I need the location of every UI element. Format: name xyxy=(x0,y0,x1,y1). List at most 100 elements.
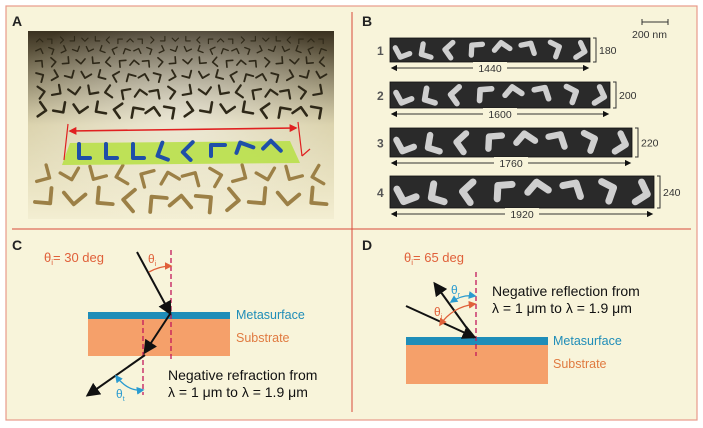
antenna xyxy=(167,85,177,100)
sem-antenna xyxy=(611,130,629,155)
antenna xyxy=(144,105,162,117)
panel-c-label: C xyxy=(12,237,22,253)
sem-row-width: 1760 xyxy=(499,158,523,170)
sem-row-width: 1440 xyxy=(478,63,502,75)
antenna xyxy=(185,35,191,42)
antenna xyxy=(71,45,81,53)
sem-antenna xyxy=(392,45,413,60)
antenna xyxy=(278,88,292,100)
antenna xyxy=(315,70,328,79)
antenna xyxy=(193,193,213,215)
antenna xyxy=(309,185,329,207)
antenna xyxy=(99,44,106,54)
antenna xyxy=(105,36,110,44)
antenna xyxy=(35,38,44,43)
highlighted-antenna xyxy=(234,140,256,155)
antenna xyxy=(72,103,90,115)
sem-antenna xyxy=(598,178,618,205)
antenna xyxy=(197,86,212,96)
antenna xyxy=(209,46,216,55)
antenna xyxy=(112,102,124,120)
highlighted-antenna xyxy=(209,143,227,158)
antenna xyxy=(197,70,210,79)
highlighted-antenna xyxy=(180,140,195,162)
sem-row-index: 3 xyxy=(377,137,384,151)
antenna xyxy=(277,106,292,119)
highlighted-antennas xyxy=(77,138,283,162)
antenna xyxy=(227,38,234,45)
angle-i-c: θi xyxy=(148,252,157,268)
scale-bar: 200 nm xyxy=(632,19,669,41)
antenna xyxy=(111,46,118,55)
antenna xyxy=(243,73,255,83)
antenna xyxy=(207,38,214,45)
antenna xyxy=(61,190,88,207)
antenna xyxy=(244,46,251,56)
antenna xyxy=(133,47,142,55)
antenna xyxy=(275,56,284,65)
antenna xyxy=(298,69,310,79)
antenna xyxy=(256,45,263,54)
metasurface-label-c: Metasurface xyxy=(236,308,305,322)
antenna xyxy=(122,47,131,55)
sem-antenna xyxy=(591,84,608,106)
antenna xyxy=(217,84,231,96)
antenna xyxy=(270,72,280,84)
panel-a-rendering xyxy=(28,31,334,219)
antenna xyxy=(67,86,82,96)
caption-c-line1: Negative refraction from xyxy=(168,367,317,383)
antenna xyxy=(169,45,179,53)
antenna xyxy=(137,38,143,45)
antenna xyxy=(97,68,107,80)
angle-arc-i-c xyxy=(148,262,173,273)
antenna xyxy=(167,193,194,210)
antenna xyxy=(139,168,156,189)
antenna xyxy=(114,163,130,186)
antenna xyxy=(295,44,302,54)
antenna xyxy=(59,36,65,44)
antenna xyxy=(312,83,323,96)
antenna xyxy=(50,83,62,96)
antenna xyxy=(310,163,326,186)
sem-row-height: 180 xyxy=(599,45,617,57)
sem-antenna xyxy=(524,178,552,196)
antenna xyxy=(289,58,300,65)
antenna xyxy=(168,56,177,65)
sem-width-label-bg xyxy=(494,157,528,168)
antenna xyxy=(259,102,271,120)
sem-antenna xyxy=(476,85,495,104)
antenna xyxy=(111,70,121,83)
antenna xyxy=(291,105,309,117)
antenna xyxy=(148,194,169,214)
antenna xyxy=(298,38,304,45)
antenna xyxy=(248,59,258,68)
angle-arc-i-d xyxy=(439,300,477,327)
substrate-c xyxy=(88,318,230,356)
panel-b-label: B xyxy=(362,13,372,29)
antenna xyxy=(250,35,256,42)
sem-antenna xyxy=(424,131,443,155)
sem-antenna xyxy=(447,84,463,107)
sem-antenna xyxy=(468,41,486,58)
antenna xyxy=(216,38,225,43)
sem-antenna xyxy=(393,185,420,206)
antenna xyxy=(61,56,70,65)
panel-a-label: A xyxy=(12,13,22,29)
antenna xyxy=(307,46,314,55)
antenna xyxy=(220,47,229,55)
antenna xyxy=(126,38,134,43)
angle-r-d: θr xyxy=(451,283,461,299)
period-arrow xyxy=(68,124,298,135)
sem-antenna xyxy=(513,130,539,146)
sem-antenna xyxy=(418,41,434,60)
antenna xyxy=(275,35,282,42)
antenna xyxy=(236,59,247,66)
antenna xyxy=(150,36,155,44)
refracted-ray-c-inner xyxy=(143,313,171,355)
angle-i-d: θi xyxy=(434,305,443,321)
antenna xyxy=(262,37,270,42)
antenna xyxy=(81,37,89,42)
sem-antenna xyxy=(491,39,513,53)
antenna xyxy=(36,85,46,100)
antenna xyxy=(182,58,193,65)
